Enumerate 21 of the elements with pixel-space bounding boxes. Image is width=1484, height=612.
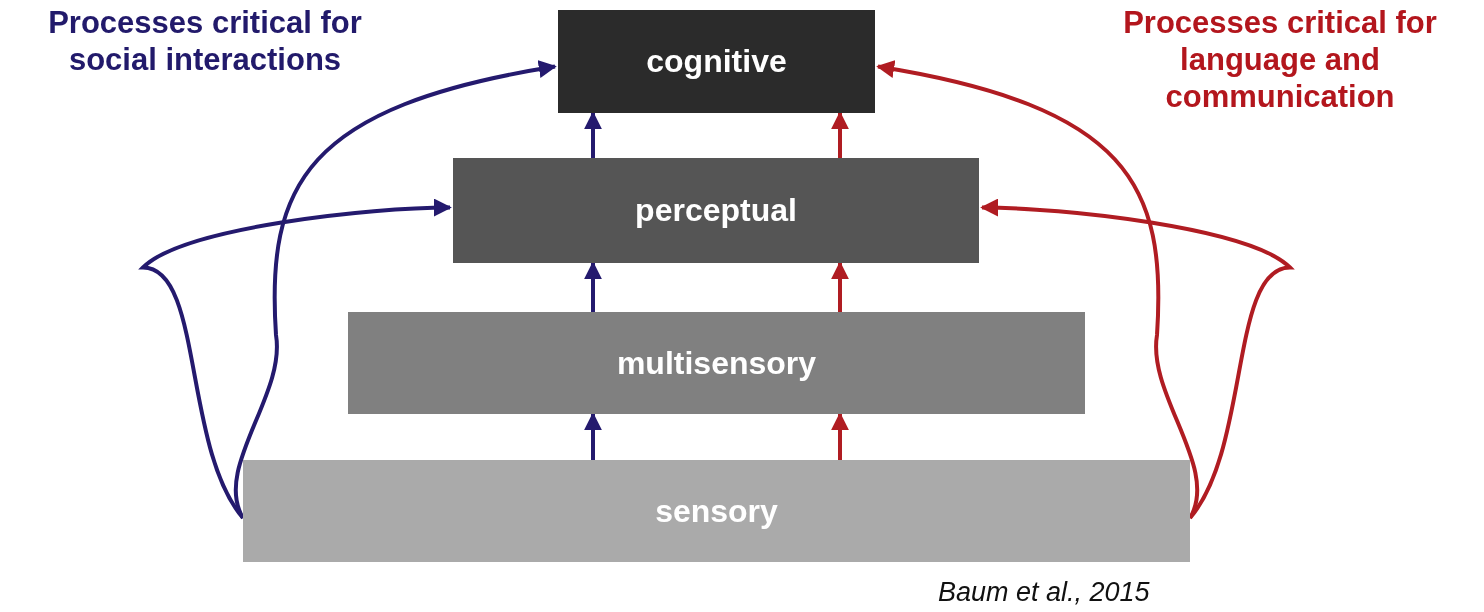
arrow (980, 198, 1292, 520)
arrow (584, 412, 602, 460)
heading: Processes critical for social interactions (47, 4, 363, 78)
level-box (453, 158, 979, 263)
arrow (831, 261, 849, 312)
level-box (558, 10, 875, 113)
arrow (831, 111, 849, 158)
level-label: perceptual (635, 192, 797, 229)
level-label: sensory (655, 492, 778, 530)
arrow (584, 111, 602, 158)
arrow (233, 60, 557, 519)
arrow (141, 198, 452, 520)
arrow (831, 412, 849, 460)
heading: Processes critical for language and communication (1122, 4, 1438, 115)
arrow (876, 60, 1200, 519)
citation: Baum et al., 2015 (938, 577, 1150, 608)
level-box (243, 460, 1190, 562)
level-label: multisensory (616, 344, 817, 382)
arrow (584, 261, 602, 312)
level-label: cognitive (646, 43, 787, 80)
level-box (348, 312, 1085, 414)
